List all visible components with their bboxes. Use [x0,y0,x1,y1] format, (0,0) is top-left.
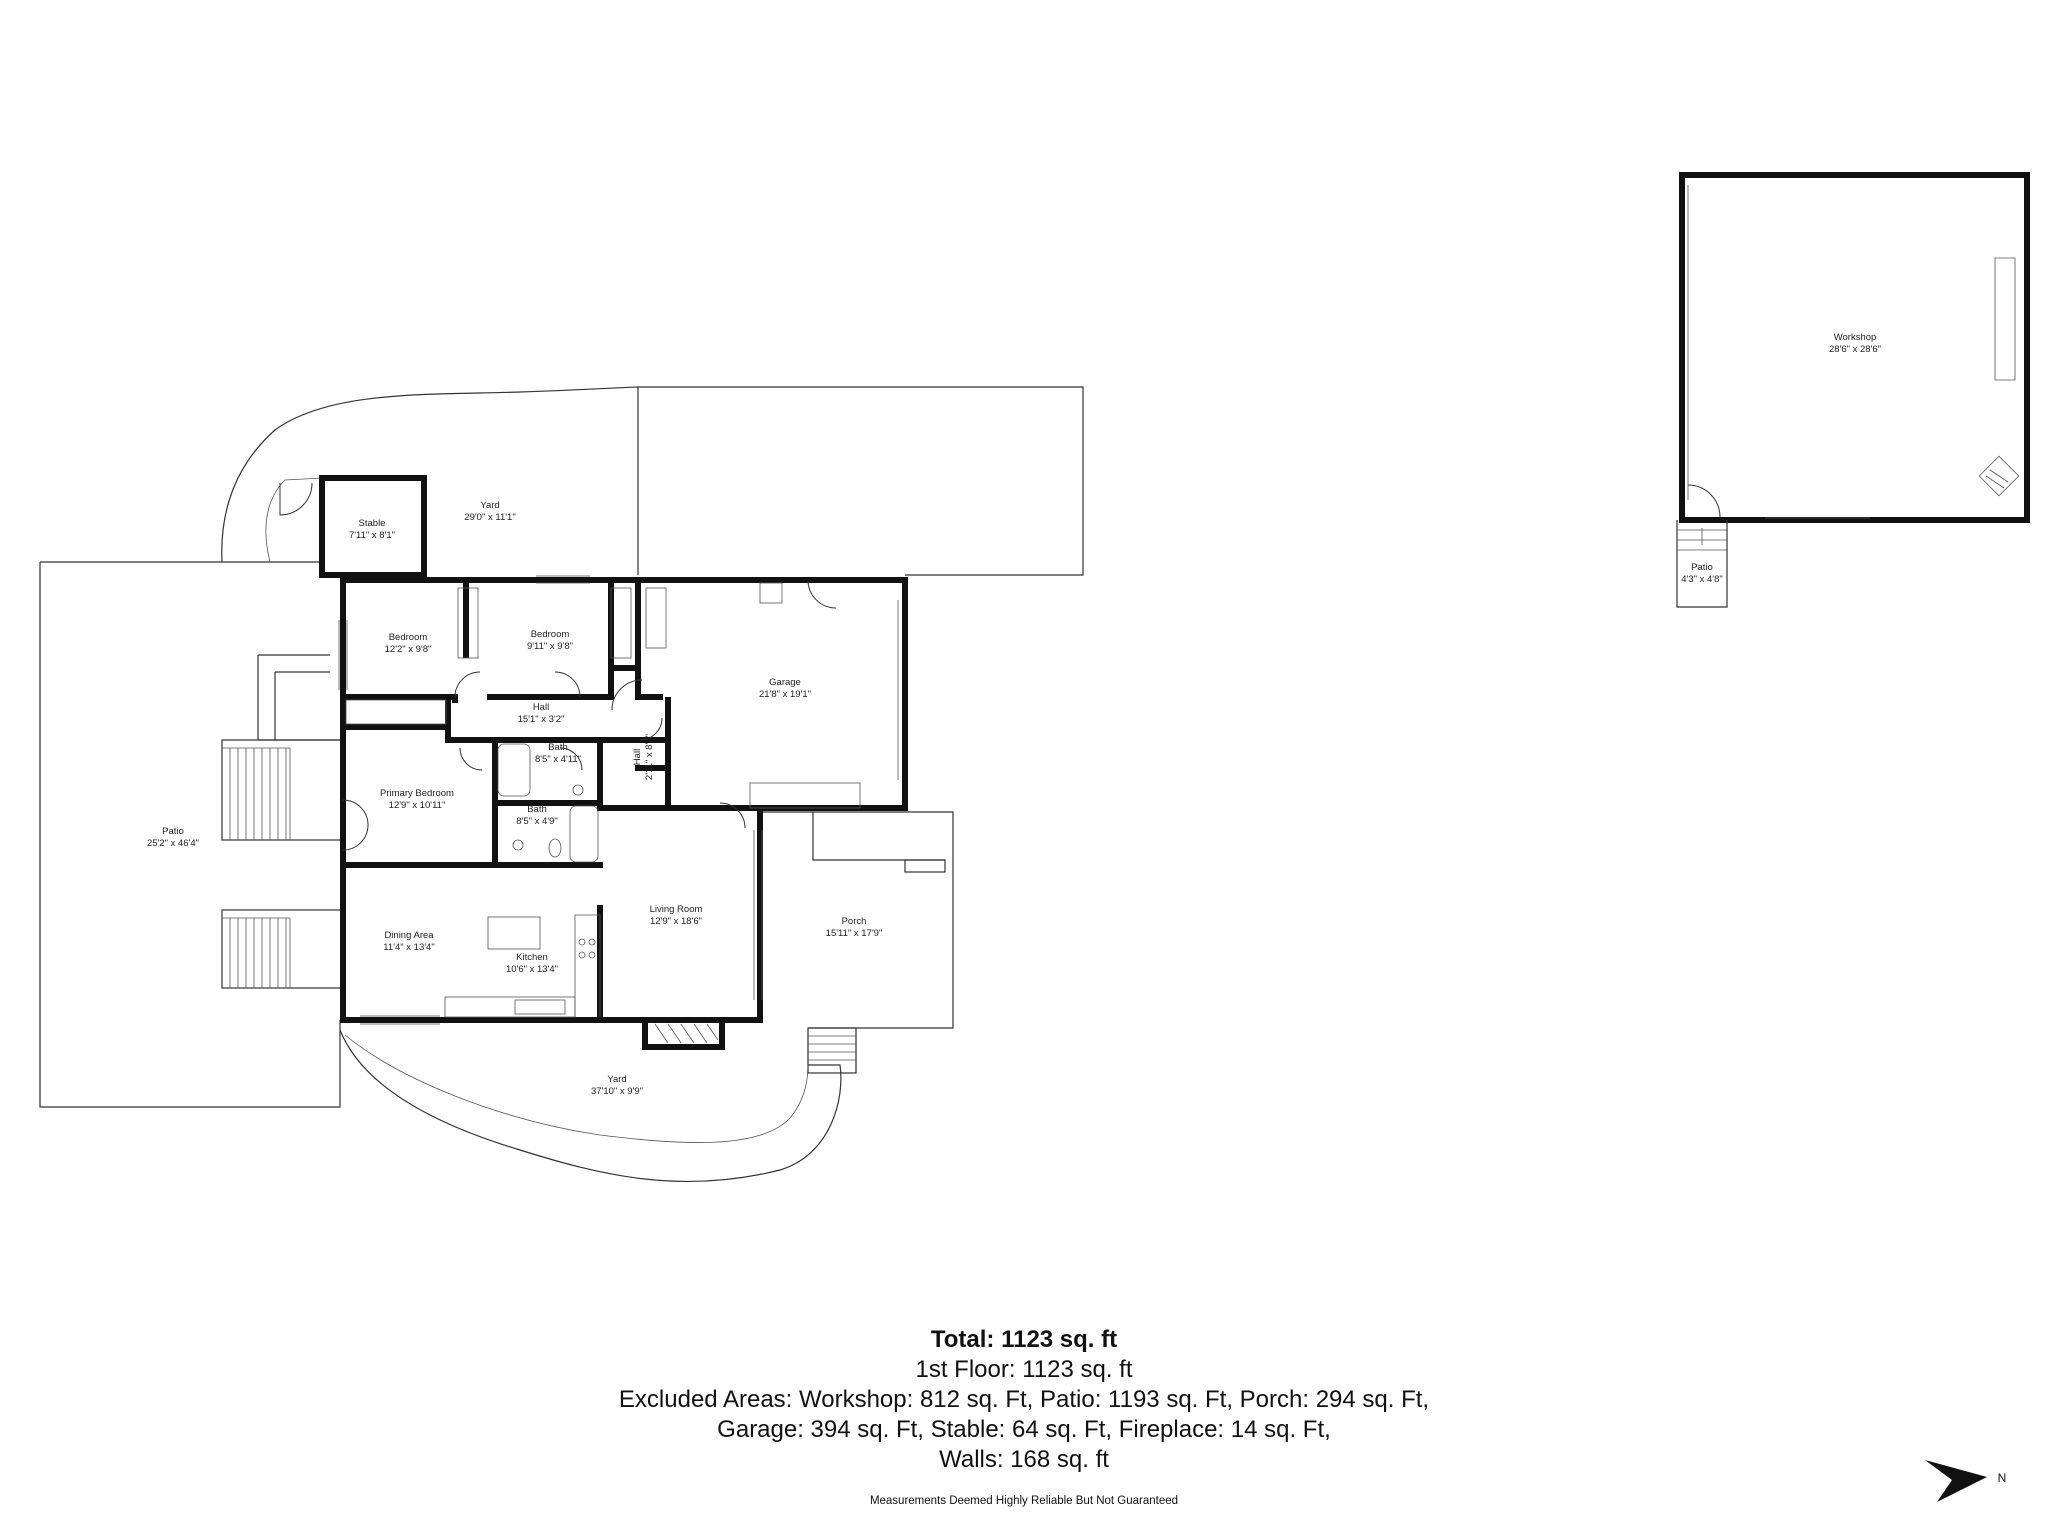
room-dims-hall-2: 2'11" x 8'0" [644,734,655,780]
room-dims-bath-2: 8'5" x 4'9" [516,816,558,827]
excluded-areas-line-3: Walls: 168 sq. ft [939,1446,1109,1473]
room-dims-hall-1: 15'1" x 3'2" [518,714,565,725]
room-dims-living-room: 12'9" x 18'6" [650,916,702,927]
yard-top-inner [265,477,323,563]
excluded-areas-line-1: Excluded Areas: Workshop: 812 sq. Ft, Pa… [618,1386,1430,1413]
workshop-walls [1679,172,2030,523]
room-name-kitchen: Kitchen [516,952,548,963]
room-dims-yard-bottom: 37'10" x 9'9" [591,1086,643,1097]
yard-top-outline [221,386,1084,576]
total-area: Total: 1123 sq. ft [930,1326,1118,1353]
room-name-porch: Porch [842,916,867,927]
patio-workshop-outline [1676,520,1728,608]
room-name-bath-2: Bath [527,804,547,815]
porch-outline [760,811,954,1029]
patio-stairs-lower [221,909,343,989]
room-name-primary-bedroom: Primary Bedroom [380,788,454,799]
room-dims-workshop: 28'6" x 28'6" [1829,344,1881,355]
north-label: N [1998,1471,2007,1485]
patio-stairs-upper [221,739,343,841]
room-name-patio-workshop: Patio [1691,562,1713,573]
fireplace-hatch [654,1023,719,1044]
room-name-bedroom-2: Bedroom [531,629,570,640]
room-name-yard-top: Yard [480,500,499,511]
disclaimer: Measurements Deemed Highly Reliable But … [869,1495,1179,1507]
room-dims-kitchen: 10'6" x 13'4" [506,964,558,975]
patio-left-deck [257,654,342,741]
room-dims-primary-bedroom: 12'9" x 10'11" [389,800,446,811]
room-dims-dining-area: 11'4" x 13'4" [383,942,434,953]
excluded-areas-line-2: Garage: 394 sq. Ft, Stable: 64 sq. Ft, F… [717,1416,1331,1443]
north-arrow-icon: N [1925,1460,2007,1502]
porch-bench [904,859,946,873]
room-name-garage: Garage [769,677,801,688]
room-name-living-room: Living Room [650,904,703,915]
yard-bottom-inner [344,1034,809,1143]
room-dims-bath-1: 8'5" x 4'11" [535,754,581,765]
room-name-hall-1: Hall [533,702,549,713]
room-dims-patio: 25'2" x 46'4" [147,838,199,849]
room-name-bedroom-1: Bedroom [389,632,428,643]
area-summary: Total: 1123 sq. ft 1st Floor: 1123 sq. f… [0,1325,2048,1475]
porch-stairs [807,1027,857,1074]
room-dims-yard-top: 29'0" x 11'1" [464,512,515,523]
room-dims-porch: 15'11" x 17'9" [826,928,883,939]
room-dims-stable: 7'11" x 8'1" [349,530,395,541]
room-name-dining-area: Dining Area [384,930,434,941]
room-dims-bedroom-1: 12'2" x 9'8" [385,644,432,655]
patio-workshop-steps [1677,528,1727,551]
room-name-stable: Stable [359,518,386,529]
room-name-yard-bottom: Yard [607,1074,626,1085]
door-swings [279,482,837,851]
main-house-walls [319,475,908,1050]
yard-bottom-outline [339,1029,842,1183]
patio-outline [39,561,341,1108]
floor-area: 1st Floor: 1123 sq. ft [915,1356,1133,1383]
room-name-patio: Patio [162,826,184,837]
room-dims-garage: 21'8" x 19'1" [759,689,811,700]
room-name-workshop: Workshop [1834,332,1877,343]
room-name-hall-2: Hall [632,749,643,765]
room-name-bath-1: Bath [548,742,568,753]
interior-fixtures [338,575,899,1025]
room-dims-patio-workshop: 4'3" x 4'8" [1681,574,1723,585]
room-dims-bedroom-2: 9'11" x 9'8" [527,641,573,652]
